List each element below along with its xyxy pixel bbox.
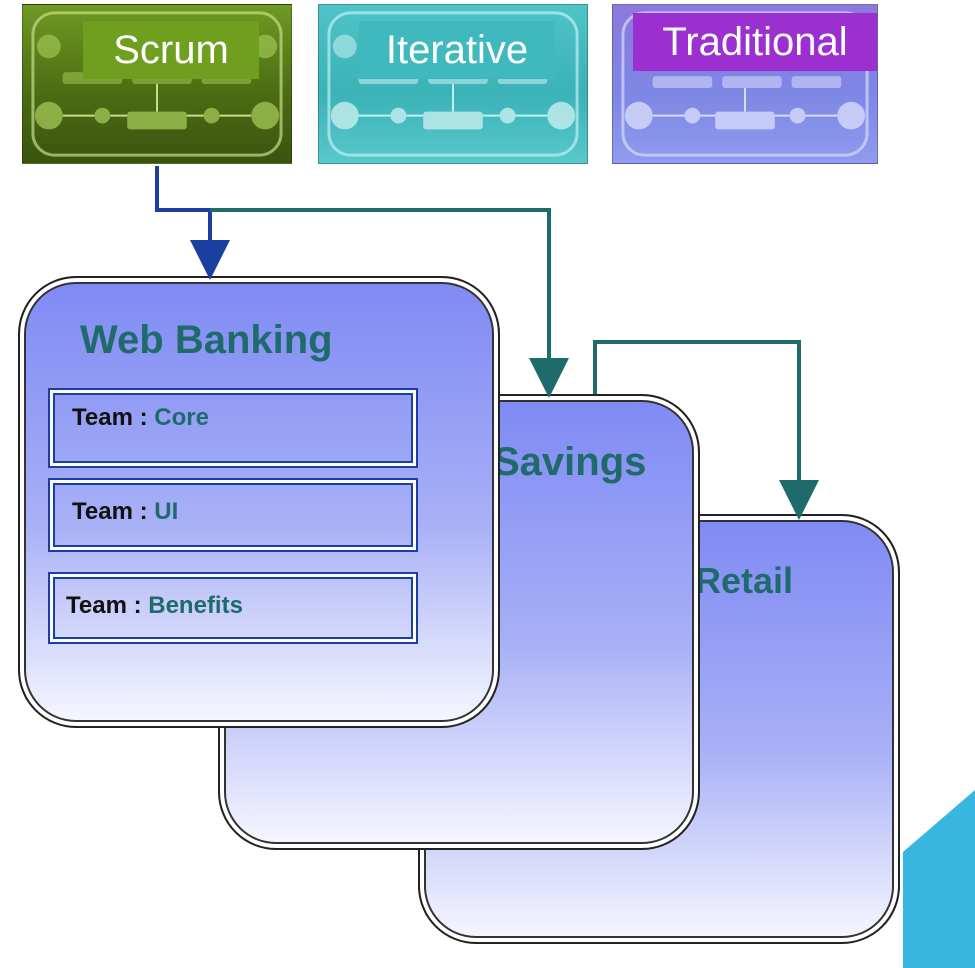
methodology-label: Iterative [359,21,555,79]
methodology-iterative: Iterative [318,4,588,164]
project-card-web-banking: Web Banking Team : Core Team : UI Team :… [18,276,500,728]
team-name: Benefits [148,592,243,619]
project-title: Retail [695,560,794,601]
team-name: UI [154,498,179,525]
methodology-traditional: Traditional [612,4,878,164]
team-prefix: Team : [66,592,142,619]
process-flow-graphic [621,11,869,157]
team-name: Core [154,404,209,431]
team-box-core: Team : Core [48,388,418,468]
methodology-scrum: Scrum [22,4,292,164]
team-box-benefits: Team : Benefits [48,572,418,644]
methodology-label: Traditional [633,13,877,71]
methodology-label: Scrum [83,21,259,79]
team-box-ui: Team : UI [48,478,418,552]
team-prefix: Team : [72,498,148,525]
team-prefix: Team : [72,404,148,431]
